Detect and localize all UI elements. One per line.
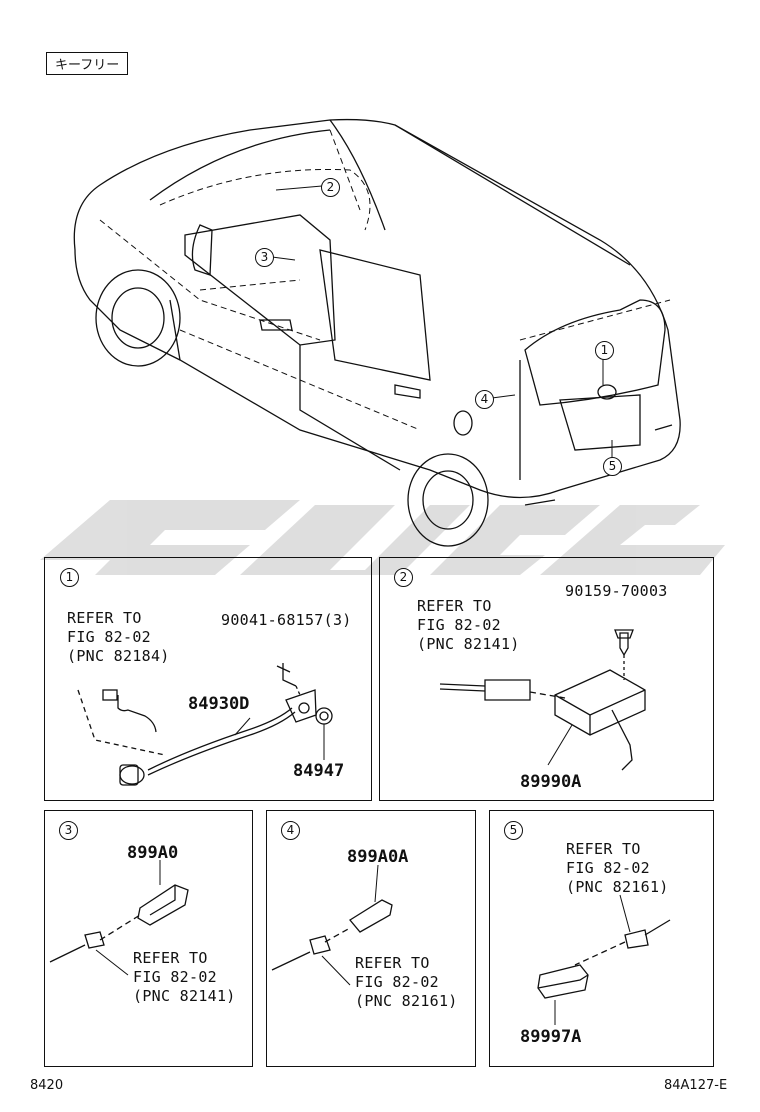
part-number-grommet: 84947 [293,761,345,781]
part-number-unit: 89990A [520,772,582,792]
car-callout-5: 5 [603,457,622,476]
detail-panel-5: 5 REFER TO FIG 82-02 (PNC 82161) 89997A [489,810,714,1067]
detail-panel-2: 2 REFER TO FIG 82-02 (PNC 82141) 90159-7… [379,557,714,801]
detail-panel-3: 3 899A0 REFER TO FIG 82-02 (PNC 82141) [44,810,253,1067]
refer-line-3: (PNC 82141) [417,635,520,653]
refer-line-1: REFER TO [355,954,430,972]
panel-number: 2 [394,568,413,587]
car-callout-3: 3 [255,248,274,267]
refer-line-3: (PNC 82161) [355,992,458,1010]
refer-line-1: REFER TO [566,840,641,858]
part-number-bolt: 90041-68157(3) [221,611,352,629]
panel-number: 1 [60,568,79,587]
car-callout-leaders [271,185,613,458]
panel-3-drawing [49,860,189,976]
refer-line-1: REFER TO [417,597,492,615]
panel-2-drawing [439,629,646,771]
part-number-antenna: 89997A [520,1027,582,1047]
car-callout-4: 4 [475,390,494,409]
car-callout-1: 1 [595,341,614,360]
part-number-antenna: 899A0A [347,847,409,867]
part-number-screw: 90159-70003 [565,582,668,600]
part-number-antenna: 899A0 [127,843,179,863]
refer-line-2: FIG 82-02 [67,628,151,646]
car-outline [73,118,681,547]
page-number: 8420 [30,1078,64,1093]
refer-line-3: (PNC 82141) [133,987,236,1005]
car-callout-2: 2 [321,178,340,197]
panel-5-drawing [537,894,671,1025]
panel-number: 5 [504,821,523,840]
detail-panel-4: 4 899A0A REFER TO FIG 82-02 (PNC 82161) [266,810,476,1067]
refer-line-2: FIG 82-02 [133,968,217,986]
figure-code: 84A127-E [664,1078,728,1093]
system-tag: キーフリー [46,52,129,75]
panel-number: 4 [281,821,300,840]
refer-line-1: REFER TO [133,949,208,967]
refer-line-3: (PNC 82161) [566,878,669,896]
refer-line-2: FIG 82-02 [355,973,439,991]
refer-line-2: FIG 82-02 [417,616,501,634]
detail-panel-1: 1 REFER TO FIG 82-02 (PNC 82184) 90041-6… [44,557,372,801]
panel-1-drawing [77,663,333,786]
refer-line-1: REFER TO [67,609,142,627]
refer-line-3: (PNC 82184) [67,647,170,665]
part-number-cable: 84930D [188,694,250,714]
panel-number: 3 [59,821,78,840]
refer-line-2: FIG 82-02 [566,859,650,877]
car-dashed-lines [99,129,671,431]
panel-4-drawing [271,864,393,986]
